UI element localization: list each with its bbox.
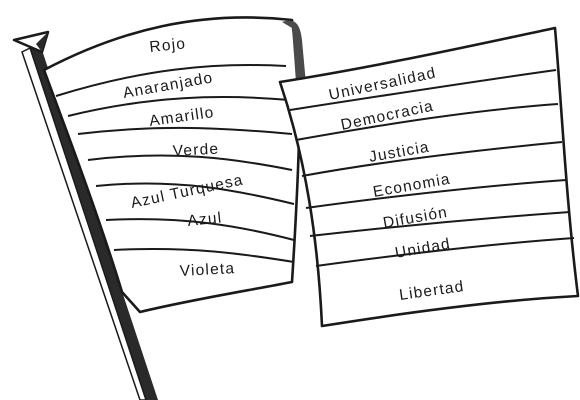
stripe-label-blue: Azul — [187, 209, 224, 230]
stripe-label-green: Verde — [172, 141, 219, 160]
flag-right-panel: Universalidad Democracia Justicia Econom… — [278, 26, 580, 328]
right-stripe-divider — [315, 237, 575, 267]
right-stripe-divider — [301, 141, 563, 177]
flagpole-highlight — [21, 46, 147, 400]
stripe-label-red: Rojo — [149, 35, 187, 56]
left-panel-outline — [42, 16, 302, 314]
flag-fold-shadow — [282, 20, 306, 84]
stripe-label-violet: Violeta — [179, 260, 235, 280]
flag-left-panel: Rojo Anaranjado Amarillo Verde Azul Turq… — [42, 16, 302, 314]
left-stripe-divider — [113, 247, 295, 263]
flagpole-shaft — [30, 44, 158, 400]
left-stripe-divider — [77, 126, 293, 135]
right-panel-outline — [278, 26, 580, 328]
right-stripe-divider — [305, 179, 567, 209]
flagpole-finial-shade — [36, 32, 48, 52]
left-stripe-divider — [55, 64, 287, 97]
left-stripe-divider — [95, 182, 295, 205]
left-stripe-divider — [67, 96, 291, 117]
left-stripe-divider — [105, 218, 295, 241]
right-stripe-divider — [295, 103, 559, 141]
left-stripe-divider — [87, 154, 293, 171]
right-stripe-divider — [309, 211, 571, 237]
right-stripe-divider — [289, 69, 557, 111]
flagpole — [12, 30, 158, 400]
